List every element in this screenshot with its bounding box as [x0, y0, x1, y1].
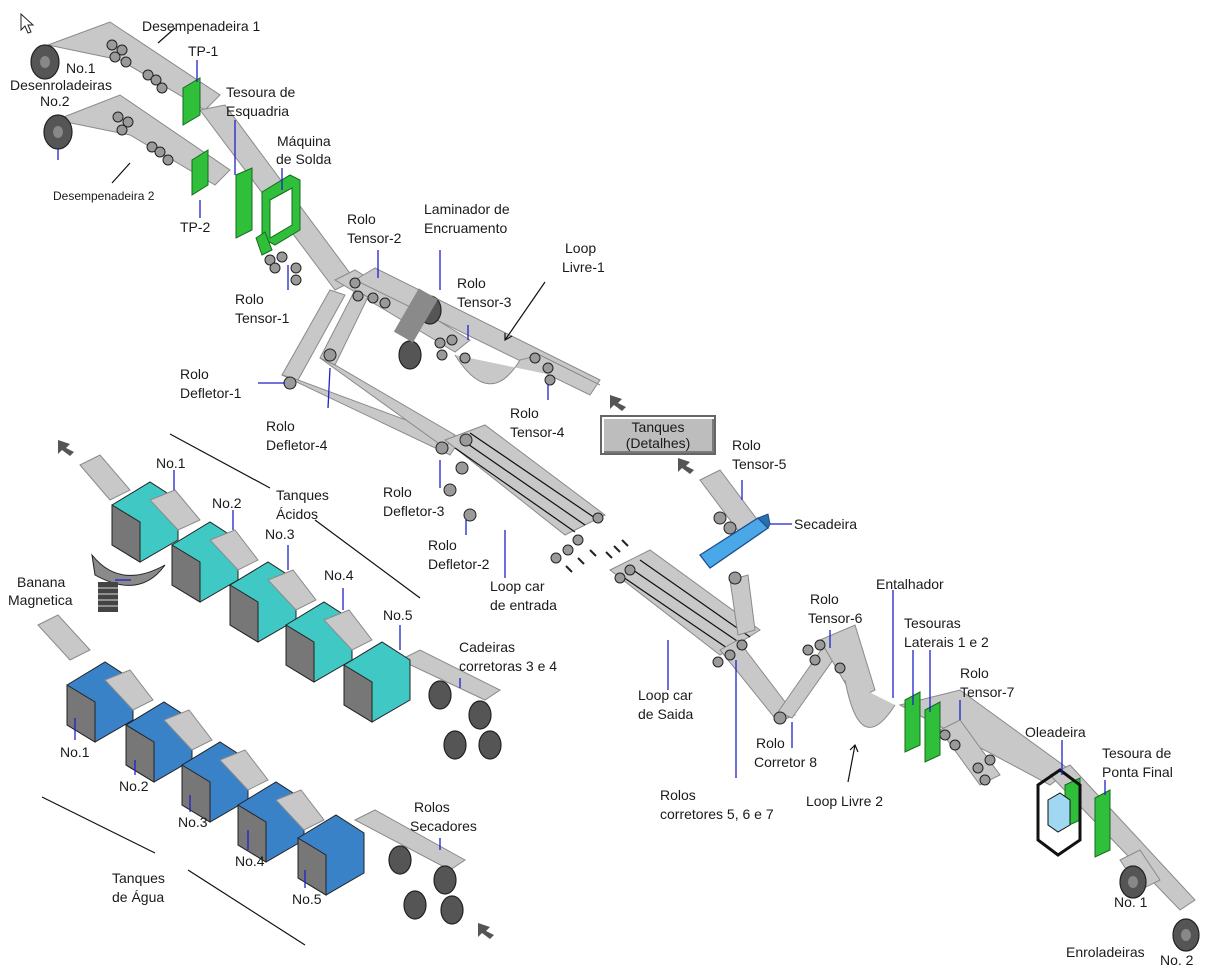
label-enroladeiras: Enroladeiras — [1066, 944, 1145, 960]
label-desenroladeiras: Desenroladeiras — [10, 77, 112, 93]
strip-acid-in — [80, 455, 130, 500]
label-coiler-no1: No. 1 — [1114, 894, 1148, 910]
label-rolos-secadores-b: Secadores — [410, 818, 477, 834]
banana-magnetica — [92, 555, 165, 612]
uncoiler-1-coil — [31, 45, 59, 79]
label-rolo-tensor1-b: Tensor-1 — [235, 310, 290, 326]
label-tesouras-laterais-a: Tesouras — [904, 615, 961, 631]
label-coiler-no2: No. 2 — [1160, 952, 1194, 967]
label-no2-uncoiler: No.2 — [40, 93, 70, 109]
label-oleadeira: Oleadeira — [1025, 724, 1086, 740]
tanques-detalhes-button[interactable]: Tanques (Detalhes) — [600, 415, 716, 455]
label-rolo-tensor5-a: Rolo — [732, 437, 761, 453]
label-water-no1: No.1 — [60, 744, 90, 760]
label-acid-no2: No.2 — [212, 495, 242, 511]
label-laminador-b: Encruamento — [424, 220, 507, 236]
label-secadeira: Secadeira — [794, 516, 857, 532]
water-tanks — [67, 662, 364, 895]
label-tesouras-laterais-b: Laterais 1 e 2 — [904, 634, 989, 650]
label-laminador-a: Laminador de — [424, 201, 510, 217]
strip-water-in — [38, 615, 90, 660]
cursor-icon — [20, 13, 34, 35]
label-tanques-agua-b: de Água — [112, 889, 164, 905]
label-rolo-tensor5-b: Tensor-5 — [732, 456, 787, 472]
label-water-no2: No.2 — [119, 778, 149, 794]
arrow-icon — [478, 923, 494, 939]
label-rolo-tensor3-a: Rolo — [457, 275, 486, 291]
tesoura-ponta-final — [1095, 790, 1110, 857]
arrow-icon — [610, 395, 626, 411]
acid-tank-5 — [344, 642, 410, 722]
label-tp2: TP-2 — [180, 219, 211, 235]
coiler-2-coil — [1173, 919, 1199, 951]
label-acid-no5: No.5 — [383, 607, 413, 623]
label-rolos-corretores-a: Rolos — [660, 787, 696, 803]
label-banana-b: Magnetica — [8, 592, 73, 608]
label-rolo-defletor2-a: Rolo — [428, 537, 457, 553]
arrow-icon — [678, 458, 694, 474]
label-tesoura-esquadria-2: Esquadria — [226, 103, 289, 119]
tesouras-laterais — [925, 702, 940, 762]
label-maquina-solda-1: Máquina — [277, 133, 331, 149]
label-tanques-acidos-b: Ácidos — [276, 506, 318, 522]
label-water-no3: No.3 — [178, 814, 208, 830]
label-rolo-defletor1-b: Defletor-1 — [180, 385, 242, 401]
label-rolo-tensor7-a: Rolo — [960, 665, 989, 681]
label-tanques-acidos-a: Tanques — [276, 487, 329, 503]
label-acid-no3: No.3 — [265, 526, 295, 542]
label-loopcar-saida-a: Loop car — [638, 687, 693, 703]
label-rolo-corretor8-b: Corretor 8 — [754, 754, 817, 770]
label-loop-livre1-b: Livre-1 — [562, 259, 605, 275]
label-rolo-defletor3-b: Defletor-3 — [383, 503, 445, 519]
label-tanques-agua-a: Tanques — [112, 870, 165, 886]
label-rolo-defletor4-a: Rolo — [266, 418, 295, 434]
label-banana-a: Banana — [17, 574, 65, 590]
label-tesoura-ponta-final-b: Ponta Final — [1102, 764, 1173, 780]
label-rolo-defletor4-b: Defletor-4 — [266, 437, 328, 453]
label-rolo-tensor2-b: Tensor-2 — [347, 230, 402, 246]
label-rolo-tensor3-b: Tensor-3 — [457, 294, 512, 310]
label-tesoura-ponta-final-a: Tesoura de — [1102, 745, 1171, 761]
label-loopcar-saida-b: de Saida — [638, 706, 693, 722]
tanques-detalhes-line2: (Detalhes) — [602, 435, 714, 451]
label-rolo-tensor2-a: Rolo — [347, 211, 376, 227]
label-rolo-defletor1-a: Rolo — [180, 366, 209, 382]
arrow-icon — [58, 440, 74, 456]
label-tp1: TP-1 — [188, 43, 219, 59]
label-rolos-secadores-a: Rolos — [414, 799, 450, 815]
label-maquina-solda-2: de Solda — [276, 151, 331, 167]
label-loopcar-entrada-a: Loop car — [490, 578, 545, 594]
label-desempenadeira-1: Desempenadeira 1 — [142, 18, 261, 34]
label-loop-livre1-a: Loop — [565, 240, 596, 256]
label-entalhador: Entalhador — [876, 576, 944, 592]
label-rolo-defletor3-a: Rolo — [383, 484, 412, 500]
label-rolo-corretor8-a: Rolo — [756, 735, 785, 751]
tanques-detalhes-line1: Tanques — [602, 419, 714, 435]
label-cadeiras-a: Cadeiras — [459, 639, 515, 655]
label-tesoura-esquadria-1: Tesoura de — [226, 84, 295, 100]
uncoiler-2-coil — [44, 115, 72, 149]
label-rolos-corretores-b: corretores 5, 6 e 7 — [660, 806, 774, 822]
label-rolo-tensor6-b: Tensor-6 — [808, 610, 863, 626]
label-acid-no1: No.1 — [156, 455, 186, 471]
label-rolo-tensor6-a: Rolo — [810, 591, 839, 607]
label-rolo-tensor4-b: Tensor-4 — [510, 424, 565, 440]
label-water-no4: No.4 — [235, 853, 265, 869]
label-desempenadeira-2: Desempenadeira 2 — [53, 189, 155, 203]
label-rolo-tensor1-a: Rolo — [235, 291, 264, 307]
label-loop-livre2: Loop Livre 2 — [806, 793, 883, 809]
label-rolo-tensor7-b: Tensor-7 — [960, 684, 1015, 700]
label-cadeiras-b: corretoras 3 e 4 — [459, 658, 557, 674]
label-acid-no4: No.4 — [324, 567, 354, 583]
label-no1-uncoiler: No.1 — [66, 60, 96, 76]
label-rolo-defletor2-b: Defletor-2 — [428, 556, 490, 572]
acid-tanks — [112, 482, 410, 722]
label-loopcar-entrada-b: de entrada — [490, 597, 557, 613]
label-water-no5: No.5 — [292, 891, 322, 907]
label-rolo-tensor4-a: Rolo — [510, 405, 539, 421]
tesoura-esquadria — [236, 168, 252, 238]
